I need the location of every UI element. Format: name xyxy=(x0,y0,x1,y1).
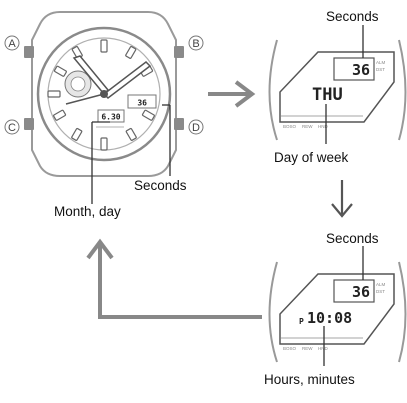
label-hours-minutes: Hours, minutes xyxy=(264,372,355,387)
second-hand xyxy=(65,93,105,105)
button-a-marker xyxy=(4,35,20,51)
button-d[interactable] xyxy=(174,118,184,130)
button-c[interactable] xyxy=(24,118,34,130)
button-c-marker xyxy=(4,119,20,135)
display-day-of-week: 36 ALM DST THU BOSO REW HND xyxy=(268,39,407,141)
lcd-mark-1b: REW xyxy=(302,124,313,129)
button-b-marker xyxy=(188,35,204,51)
hand-pivot xyxy=(100,90,108,98)
lcd-mark-1c: HND xyxy=(318,124,328,129)
lcd-seconds-1: 36 xyxy=(352,61,370,79)
label-seconds-watch: Seconds xyxy=(134,178,187,193)
lcd-alm-2: ALM xyxy=(376,282,386,287)
arrow-right xyxy=(208,80,256,108)
button-b[interactable] xyxy=(174,46,184,58)
lcd-mark-2c: HND xyxy=(318,346,328,351)
lcd-dst-2: DST xyxy=(376,289,385,294)
hour-markers xyxy=(47,39,155,151)
button-c-letter: C xyxy=(8,122,16,134)
label-month-day: Month, day xyxy=(54,204,121,219)
lcd-alm-1: ALM xyxy=(376,60,386,65)
sub-dial-inner xyxy=(70,76,86,92)
lcd-dst-1: DST xyxy=(376,67,385,72)
button-d-letter: D xyxy=(192,122,200,134)
face-seconds-window xyxy=(127,94,157,109)
watch-illustration: A B C D 36 6.30 xyxy=(4,11,204,177)
lcd-seconds-box-2 xyxy=(333,279,375,303)
face-seconds-value: 36 xyxy=(137,99,147,108)
face-date-window xyxy=(97,109,125,123)
lcd-seconds-2: 36 xyxy=(352,283,370,301)
button-a-letter: A xyxy=(8,38,16,50)
lcd-seconds-box-1 xyxy=(333,57,375,81)
lcd-mark-2b: REW xyxy=(302,346,313,351)
button-d-marker xyxy=(188,119,204,135)
face-date-value: 6.30 xyxy=(101,113,120,122)
button-a[interactable] xyxy=(24,46,34,58)
label-seconds-bottom: Seconds xyxy=(326,231,379,246)
arrow-down xyxy=(331,180,353,218)
lcd-mark-1a: BOSO xyxy=(283,124,297,129)
label-day-of-week: Day of week xyxy=(274,150,349,165)
lcd-mark-2a: BOSO xyxy=(283,346,297,351)
label-seconds-top: Seconds xyxy=(326,9,379,24)
arrow-return xyxy=(86,238,262,319)
lcd-time: 10:08 xyxy=(307,309,352,327)
display-hours-minutes: 36 ALM DST P 10:08 BOSO REW HND xyxy=(268,261,407,363)
lcd-day: THU xyxy=(312,85,343,105)
button-b-letter: B xyxy=(192,38,199,50)
lcd-pm: P xyxy=(299,317,304,326)
